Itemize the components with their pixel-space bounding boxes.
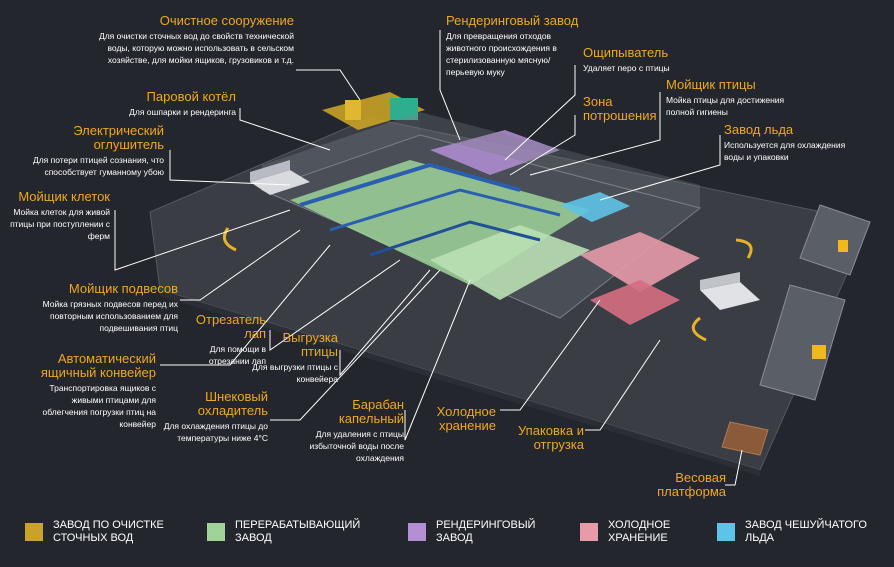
leader-lines <box>114 30 743 486</box>
callout-coldstore: Холодное хранение <box>426 405 496 433</box>
legend-label: Рендеринговый завод <box>436 519 536 544</box>
legend-label: Холодное хранение <box>608 519 671 544</box>
callout-desc: Для охлаждения птицы до температуры ниже… <box>163 421 268 443</box>
garage-top <box>799 204 871 276</box>
cold-storage-zone-2 <box>590 280 680 325</box>
callout-title: Автоматический ящичный конвейер <box>40 351 156 380</box>
legend-swatch <box>207 523 225 541</box>
legend-swatch <box>580 523 598 541</box>
callout-title: Барабан капельный <box>338 397 404 426</box>
road-mark-bottom <box>691 316 707 342</box>
conveyor-line-1 <box>299 162 521 207</box>
conveyor-line-2 <box>329 188 561 232</box>
ice-zone <box>560 192 630 222</box>
callout-title: Упаковка и отгрузка <box>518 423 584 452</box>
callout-gutting: Зона потрошения <box>583 95 663 123</box>
callout-title: Зона потрошения <box>583 94 657 123</box>
legend-swatch <box>25 523 43 541</box>
callout-title: Отрезатель лап <box>195 312 266 341</box>
legend-label: Завод чешуйчатого льда <box>745 519 867 544</box>
truck-left <box>250 160 310 195</box>
rendering-zone <box>430 130 560 175</box>
callout-desc: Мойка клеток для живой птицы при поступл… <box>10 207 110 241</box>
callout-screwchiller: Шнековый охладитель Для охлаждения птицы… <box>138 390 268 444</box>
callout-desc: Для удаления с птицы избыточной воды пос… <box>309 429 404 463</box>
callout-packing: Упаковка и отгрузка <box>504 424 584 452</box>
legend-swatch <box>408 523 426 541</box>
weigh-platform <box>721 421 769 456</box>
callout-title: Паровой котёл <box>146 89 236 104</box>
callout-desc: Удаляет перо с птицы <box>583 63 670 73</box>
legend-label: Перерабатывающий завод <box>235 519 361 544</box>
garage-crates-2 <box>838 240 848 252</box>
callout-title: Мойщик клеток <box>18 189 110 204</box>
building-walls <box>262 112 420 190</box>
callout-cagewasher: Мойщик клеток Мойка клеток для живой пти… <box>10 190 110 242</box>
truck-right <box>700 272 760 310</box>
callout-rendering: Рендеринговый завод Для превращения отхо… <box>446 14 581 78</box>
callout-icemaker: Завод льда Используется для охлаждения в… <box>724 123 864 163</box>
building-walls-right <box>420 112 700 208</box>
callout-crateconveyor: Автоматический ящичный конвейер Транспор… <box>26 352 156 430</box>
callout-scale: Весовая платформа <box>646 471 726 499</box>
callout-title: Выгрузка птицы <box>282 330 338 359</box>
conveyor-line-3 <box>369 220 541 257</box>
callout-desc: Мойка грязных подвесов перед их повторны… <box>42 299 178 333</box>
callout-title: Электрический оглушитель <box>73 123 164 152</box>
callout-birdwasher: Мойщик птицы Мойка птицы для достижения … <box>666 78 806 118</box>
callout-title: Холодное хранение <box>436 404 496 433</box>
callout-desc: Транспортировка ящиков с живыми птицами … <box>42 383 157 429</box>
legend-label: Завод по очистке сточных вод <box>53 519 164 544</box>
callout-boiler: Паровой котёл Для ошпарки и рендеринга <box>96 90 236 118</box>
callout-plucker: Ощипыватель Удаляет перо с птицы <box>583 46 693 74</box>
water-tank-1 <box>390 98 418 120</box>
callout-desc: Используется для охлаждения воды и упако… <box>724 140 846 162</box>
garage-crates-1 <box>812 345 826 359</box>
callout-title: Завод льда <box>724 122 794 137</box>
callout-title: Рендеринговый завод <box>446 13 579 28</box>
callout-title: Мойщик подвесов <box>68 281 178 296</box>
callout-title: Мойщик птицы <box>666 77 756 92</box>
callout-desc: Для ошпарки и рендеринга <box>129 107 236 117</box>
callout-title: Очистное сооружение <box>159 13 294 28</box>
callout-title: Шнековый охладитель <box>197 389 268 418</box>
callout-shacklewasher: Мойщик подвесов Мойка грязных подвесов п… <box>18 282 178 334</box>
legend: Завод по очистке сточных вод Перерабатыв… <box>0 519 894 559</box>
callout-desc: Мойка птицы для достижения полной гигиен… <box>666 95 785 117</box>
callout-desc: Для потери птицей сознания, что способст… <box>32 155 164 177</box>
legend-swatch <box>717 523 735 541</box>
callout-legcutter: Отрезатель лап Для помощи в отрезании ла… <box>186 313 266 367</box>
callout-desc: Для очистки сточных вод до свойств техни… <box>98 31 294 65</box>
callout-title: Весовая платформа <box>657 470 726 499</box>
garage-bottom <box>759 284 846 401</box>
callout-unloader: Выгрузка птицы Для выгрузки птицы с конв… <box>248 331 338 385</box>
water-tank-2 <box>345 100 361 120</box>
callout-desc: Для превращения отходов животного происх… <box>446 31 557 77</box>
callout-stunner: Электрический оглушитель Для потери птиц… <box>14 124 164 178</box>
site-edge <box>160 290 760 476</box>
road-mark-left <box>222 227 237 252</box>
callout-drum: Барабан капельный Для удаления с птицы и… <box>294 398 404 464</box>
callout-wastewater: Очистное сооружение Для очистки сточных … <box>94 14 294 66</box>
road-mark-right <box>735 238 753 259</box>
callout-desc: Для помощи в отрезании лап <box>208 344 266 366</box>
cold-storage-zone <box>580 232 700 292</box>
callout-title: Ощипыватель <box>583 45 669 60</box>
callout-desc: Для выгрузки птицы с конвейера <box>252 362 338 384</box>
